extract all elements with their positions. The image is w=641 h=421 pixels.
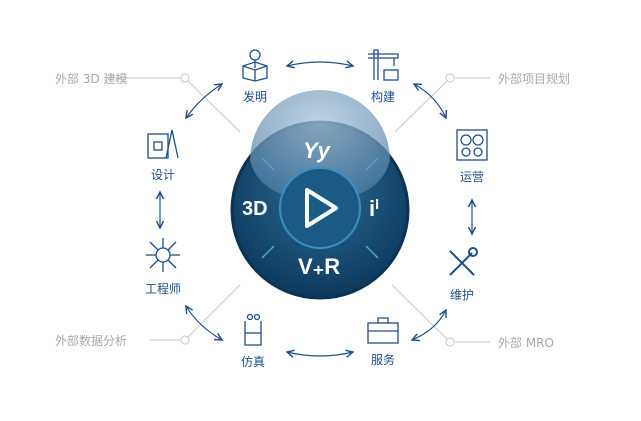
tools-icon <box>449 247 478 276</box>
node-build[interactable]: 构建 <box>343 46 423 105</box>
play-icon <box>305 188 338 228</box>
ext-data-analysis: 外部数据分析 <box>55 334 128 348</box>
blueprint-icon <box>147 129 179 159</box>
hub-left-label: 3D <box>242 198 268 220</box>
ext-project-planning: 外部项目规划 <box>498 72 571 86</box>
hub-top-label: Yy <box>303 138 330 163</box>
node-service[interactable]: 服务 <box>343 315 423 368</box>
node-label: 构建 <box>370 90 395 104</box>
hub-logo <box>230 90 410 300</box>
hub-right-label: iⁱ <box>369 196 380 221</box>
node-label: 仿真 <box>240 355 265 369</box>
ext-mro: 外部 MRO <box>498 336 554 350</box>
node-label: 发明 <box>242 90 267 104</box>
ext-3d-modeling: 外部 3D 建模 <box>55 72 128 86</box>
node-label: 服务 <box>370 353 395 367</box>
briefcase-icon <box>367 317 399 344</box>
node-maintain[interactable]: 维护 <box>422 246 502 303</box>
node-operate[interactable]: 运营 <box>432 128 512 185</box>
network-icon <box>146 238 180 272</box>
gears-icon <box>456 129 488 161</box>
node-label: 运营 <box>459 170 484 184</box>
node-simulate[interactable]: 仿真 <box>213 313 293 370</box>
node-label: 工程师 <box>144 282 181 296</box>
node-invent[interactable]: 发明 <box>215 48 295 105</box>
crane-icon <box>368 49 399 81</box>
node-label: 设计 <box>150 168 175 182</box>
node-engineer[interactable]: 工程师 <box>123 236 203 297</box>
node-design[interactable]: 设计 <box>123 128 203 183</box>
box-lightbulb-icon <box>242 49 268 82</box>
beaker-icon <box>244 313 262 346</box>
node-label: 维护 <box>449 288 474 302</box>
hub-bottom-label: V₊R <box>298 254 341 279</box>
